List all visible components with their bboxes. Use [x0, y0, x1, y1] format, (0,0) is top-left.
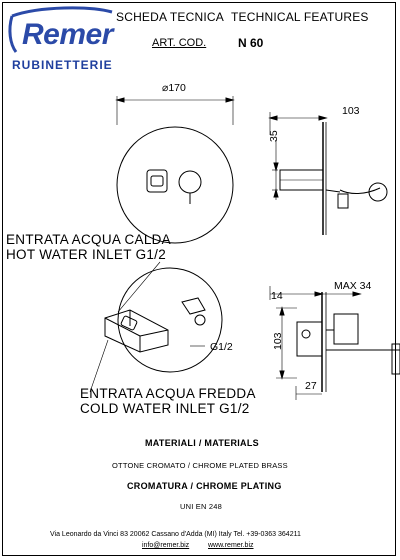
hot-inlet-english: HOT WATER INLET G1/2 [6, 247, 167, 262]
plating-heading: CROMATURA / CHROME PLATING [127, 481, 282, 491]
standard-text: UNI EN 248 [180, 502, 223, 511]
max-dim: MAX 34 [334, 280, 372, 292]
thread-label: G1/2 [210, 341, 233, 353]
brand-subtitle: RUBINETTERIE [12, 58, 113, 72]
bottom-dim: 27 [305, 380, 317, 392]
logo-swoosh [8, 6, 113, 53]
material-text: OTTONE CROMATO / CHROME PLATED BRASS [112, 461, 288, 470]
diameter-value: 170 [168, 82, 186, 94]
isometric-view [89, 261, 223, 393]
height-side-dim: 103 [272, 332, 284, 350]
diameter-label: ⌀170 [162, 82, 186, 94]
materials-heading: MATERIALI / MATERIALS [145, 438, 259, 448]
height-top-dim: 35 [268, 130, 280, 142]
diameter-icon: ⌀ [162, 82, 169, 94]
brand-logo: Remer [22, 18, 113, 51]
title-italian: SCHEDA TECNICA [116, 10, 224, 24]
footer-address: Via Leonardo da Vinci 83 20062 Cassano d… [50, 531, 301, 538]
depth-top-dim: 103 [342, 105, 360, 117]
art-code-label: ART. COD. [152, 37, 207, 49]
art-code-value: N 60 [238, 36, 264, 50]
cold-inlet-italian: ENTRATA ACQUA FREDDA [80, 386, 256, 401]
footer-website[interactable]: www.remer.biz [208, 542, 254, 549]
technical-sheet [2, 2, 396, 556]
cold-inlet-english: COLD WATER INLET G1/2 [80, 401, 250, 416]
side-view-top [268, 112, 388, 235]
side-view-bottom [269, 286, 400, 400]
footer-email[interactable]: info@remer.biz [142, 542, 190, 549]
front-view [115, 96, 235, 244]
title-english: TECHNICAL FEATURES [231, 10, 369, 24]
thickness-dim: 14 [271, 290, 283, 302]
hot-inlet-italian: ENTRATA ACQUA CALDA [6, 232, 171, 247]
